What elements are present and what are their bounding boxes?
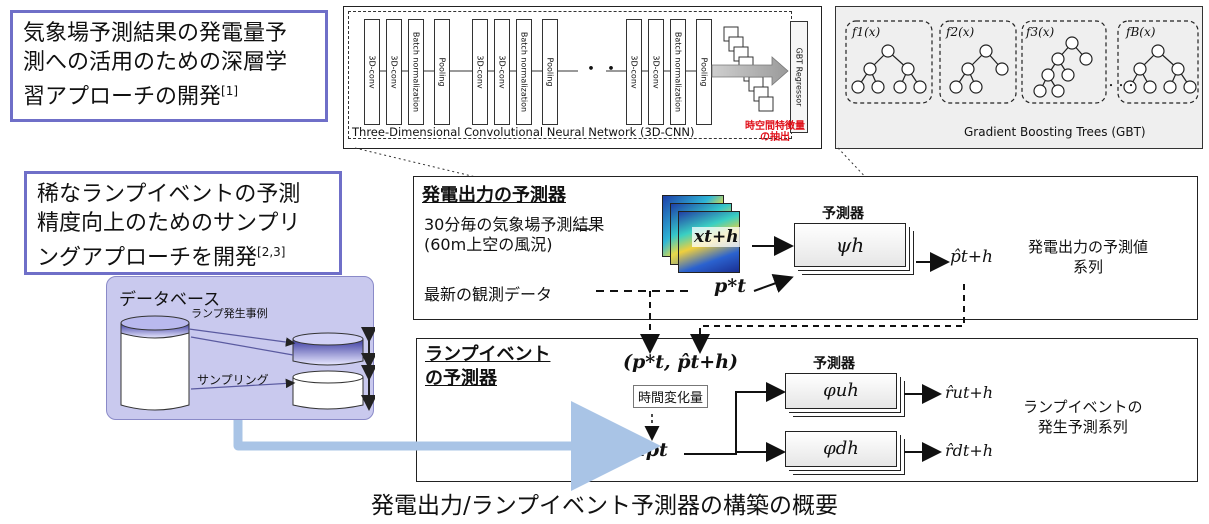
cnn-title: Three-Dimensional Convolutional Neural N… xyxy=(352,125,695,139)
weather-input-label: 30分毎の気象場予測結果 (60m上空の風況) xyxy=(424,215,605,254)
callout-line: 稀なランプイベントの予測 xyxy=(37,182,301,207)
database-drawing xyxy=(120,315,375,411)
observation-variable: p*t xyxy=(714,275,746,297)
cnn-layer: Batch normalization xyxy=(670,19,686,125)
ramp-panel-title: ランプイベント の予測器 xyxy=(425,344,551,389)
cnn-layer: Batch normalization xyxy=(408,19,424,125)
callout-line: 習アプローチの開発 xyxy=(23,84,222,110)
database-panel: データベース ランプ発生事例 サンプリング xyxy=(106,276,375,420)
phi-down-predictor-box: φdh xyxy=(785,431,897,467)
cnn-layer: 3D-conv xyxy=(472,19,488,125)
tree-label: f1(x) xyxy=(852,25,881,39)
predictor-label: 予測器 xyxy=(822,206,864,222)
callout-line: 気象場予測結果の発電量予 xyxy=(23,21,288,46)
gbt-trees xyxy=(845,20,1199,104)
tree-label: fB(x) xyxy=(1126,25,1156,39)
ramp-predictor-label: 予測器 xyxy=(813,356,855,372)
ramp-cases-label: ランプ発生事例 xyxy=(191,307,268,320)
callout-line: 精度向上のためのサンプリ xyxy=(37,211,301,236)
cnn-layer: 3D-conv xyxy=(626,19,642,125)
phi-up-label: φuh xyxy=(823,380,859,401)
observation-input-label: 最新の観測データ xyxy=(424,285,553,304)
cnn-layer: Pooling xyxy=(434,19,450,125)
phi-up-predictor-box: φuh xyxy=(785,373,897,409)
phi-down-label: φdh xyxy=(823,438,859,459)
cnn-layer: 3D-conv xyxy=(648,19,664,125)
cnn-layer: 3D-conv xyxy=(494,19,510,125)
cnn-ellipsis: ・・・ xyxy=(582,59,642,80)
gbt-regressor-block: GBT Regressor xyxy=(790,21,808,133)
callout-deep-learning: 気象場予測結果の発電量予 測への活用のための深層学 習アプローチの開発[1] xyxy=(10,10,328,122)
sampling-label: サンプリング xyxy=(197,373,269,387)
reference-mark: [1] xyxy=(221,84,239,98)
power-output-label: 発電出力の予測値 系列 xyxy=(1028,238,1149,276)
ramp-up-forecast: r̂ut+h xyxy=(945,383,994,402)
feature-extraction-label: 時空間特徴量 の抽出 xyxy=(745,121,805,143)
tree-label: f3(x) xyxy=(1026,25,1055,39)
callout-line: ングアプローチを開発 xyxy=(37,245,258,271)
psi-label: ψh xyxy=(835,233,865,257)
cnn-layer: Batch normalization xyxy=(516,19,532,125)
ramp-down-forecast: r̂dt+h xyxy=(945,441,994,460)
cnn-layer: Pooling xyxy=(542,19,558,125)
cnn-layer: Pooling xyxy=(696,19,712,125)
input-pair: (p*t, p̂t+h) xyxy=(623,351,739,373)
cnn-layer: 3D-conv xyxy=(364,19,380,125)
power-predictor-panel: 発電出力の予測器 30分毎の気象場予測結果 (60m上空の風況) 最新の観測デー… xyxy=(413,176,1198,320)
gbt-title: Gradient Boosting Trees (GBT) xyxy=(964,125,1146,139)
callout-sampling: 稀なランプイベントの予測 精度向上のためのサンプリ ングアプローチを開発[2,3… xyxy=(24,171,342,275)
power-panel-title: 発電出力の予測器 xyxy=(422,185,566,206)
weather-variable: xt+h xyxy=(692,227,741,247)
cnn-connectors xyxy=(380,26,789,112)
gbt-dots: ・・・ xyxy=(1106,81,1136,92)
reference-mark: [2,3] xyxy=(257,245,286,259)
ramp-output-label: ランプイベントの 発生予測系列 xyxy=(1023,398,1143,436)
cnn-diagram: 3D-conv 3D-conv Batch normalization Pool… xyxy=(343,6,822,149)
figure-caption: 発電出力/ランプイベント予測器の構築の概要 xyxy=(370,493,839,519)
callout-line: 測への活用のための深層学 xyxy=(23,50,288,75)
ramp-predictor-panel: ランプイベント の予測器 (p*t, p̂t+h) 時間変化量 Δpt 予測器 … xyxy=(416,338,1198,482)
gbt-diagram: f1(x) f2(x) f3(x) fB(x) ・・・ Gradient Boo… xyxy=(835,6,1203,149)
cnn-layer: 3D-conv xyxy=(386,19,402,125)
power-forecast-variable: p̂t+h xyxy=(950,247,993,267)
psi-predictor-box: ψh xyxy=(794,223,906,267)
database-title: データベース xyxy=(119,290,221,310)
tree-label: f2(x) xyxy=(946,25,975,39)
